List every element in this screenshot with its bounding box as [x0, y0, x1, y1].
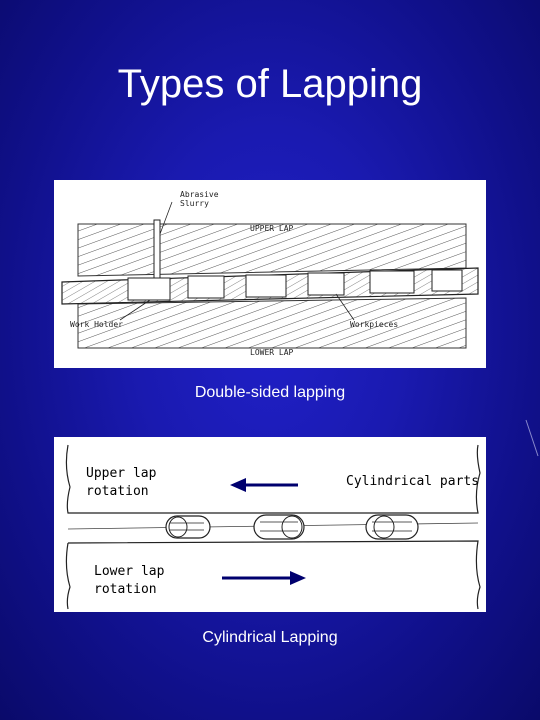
lower-lap-plate — [65, 540, 481, 610]
lower-lap-direction-arrow — [222, 571, 306, 585]
figure2-caption: Cylindrical Lapping — [202, 629, 338, 646]
slurry-feed — [153, 219, 161, 279]
cylindrical-part — [365, 514, 419, 540]
upper-lap-label: UPPER LAP — [250, 224, 294, 233]
workpiece — [307, 272, 345, 296]
figure1-caption: Double-sided lapping — [194, 384, 346, 401]
double-sided-lapping-diagram: Abrasive Slurry UPPER LAP Work Holder Wo… — [54, 180, 486, 368]
workpiece — [127, 277, 171, 301]
lower-lap-rotation-label: Lower lap rotation — [94, 564, 165, 597]
cylindrical-part — [253, 514, 305, 540]
upper-lap-plate — [65, 444, 481, 514]
upper-lap-rotation-label: Upper lap rotation — [86, 466, 157, 499]
workpiece — [187, 275, 225, 299]
cylindrical-lapping-diagram: Upper lap rotation Lower lap rotation Cy… — [54, 437, 486, 612]
workpieces-label: Workpieces — [350, 320, 399, 329]
workpiece — [431, 269, 463, 292]
lower-lap-label: LOWER LAP — [250, 348, 294, 357]
slide-title: Types of Lapping — [117, 62, 423, 106]
double-sided-lapping-drawing — [61, 201, 479, 349]
work-holder-label: Work Holder — [70, 320, 123, 329]
workpiece — [369, 270, 415, 294]
workpiece — [245, 274, 287, 298]
cylindrical-parts-label: Cylindrical parts — [346, 474, 480, 489]
upper-lap-direction-arrow — [230, 478, 298, 492]
cylindrical-part — [165, 515, 211, 539]
abrasive-slurry-label: Abrasive Slurry — [180, 190, 219, 208]
decorative-line — [525, 419, 539, 457]
lower-lap — [77, 297, 467, 349]
cylindrical-lapping-drawing — [65, 444, 481, 610]
